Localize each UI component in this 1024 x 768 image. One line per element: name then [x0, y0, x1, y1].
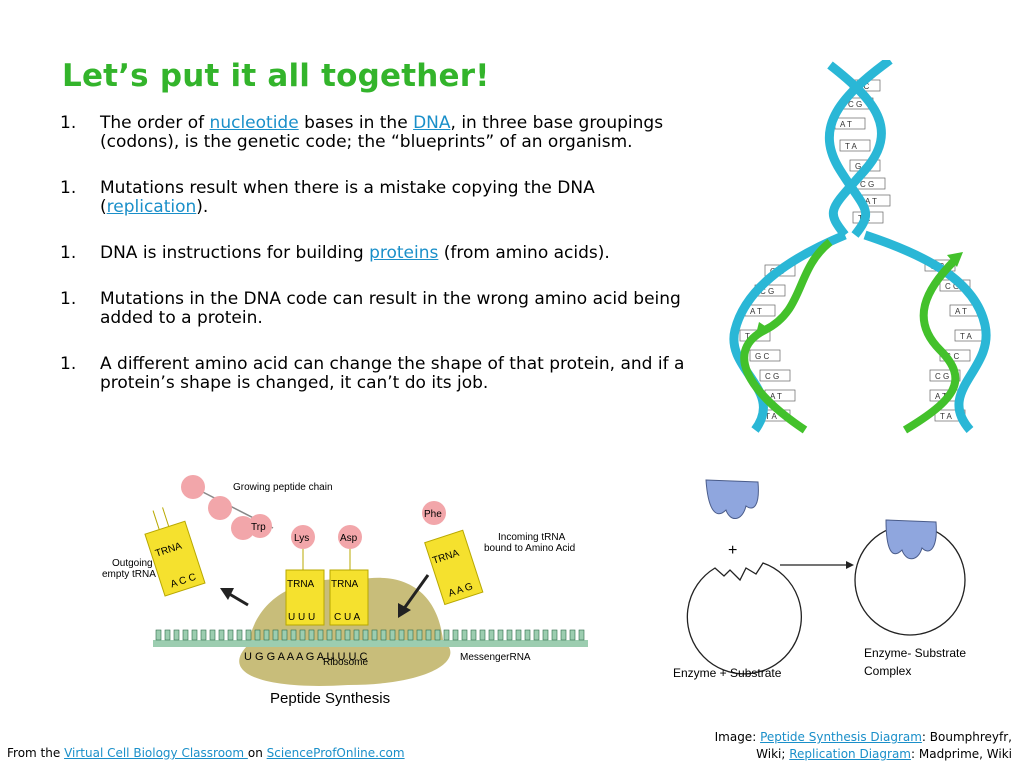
list-item: 1. Mutations in the DNA code can result … — [60, 289, 681, 328]
base-pair-label: A T — [840, 120, 852, 129]
complex-label: Enzyme- Substrate — [864, 646, 966, 660]
arrow-head — [947, 252, 963, 267]
svg-text:Asp: Asp — [340, 533, 358, 544]
base-pair-label: C G — [945, 282, 959, 291]
replication-diagram-link[interactable]: Replication Diagram — [789, 747, 911, 761]
outgoing-label: Outgoing — [112, 558, 153, 569]
substrate-bound — [885, 519, 937, 560]
bullet-list: 1. The order of nucleotide bases in the … — [60, 114, 685, 420]
ribosome-label: Ribosome — [323, 657, 368, 668]
amino-acid-asp — [338, 525, 362, 549]
footer-image-credits: Image: Peptide Synthesis Diagram: Boumph… — [714, 730, 1012, 761]
plus-sign: + — [728, 542, 737, 559]
enzyme-open — [686, 562, 802, 675]
list-item: 1. Mutations result when there is a mist… — [60, 178, 595, 217]
mrna-bases — [155, 629, 585, 641]
scienceprofonline-link[interactable]: ScienceProfOnline.com — [266, 746, 405, 760]
base-pair — [749, 349, 781, 362]
list-number: 1. — [60, 113, 77, 133]
replication-link[interactable]: replication — [106, 197, 197, 217]
dna-base-pairs: G CC GA TT AG CC GA TT AG CC GA TT AG CC… — [739, 79, 986, 422]
base-pair-label: C G — [765, 372, 779, 381]
svg-text:TRNA: TRNA — [331, 579, 359, 590]
complex-label: Complex — [864, 664, 911, 678]
peptide-diagram-link[interactable]: Peptide Synthesis Diagram — [760, 730, 922, 744]
base-pair-label: T A — [960, 332, 973, 341]
arrow-head — [398, 603, 411, 618]
outgoing-label: empty tRNA — [102, 569, 156, 580]
arrow-head — [755, 322, 771, 338]
amino-acid — [208, 496, 232, 520]
svg-text:Lys: Lys — [294, 533, 309, 544]
trna-asp — [329, 569, 369, 626]
mrna-strand — [153, 640, 588, 647]
base-pair-label: C G — [848, 100, 862, 109]
amino-acid — [181, 475, 205, 499]
enzyme-substrate-label: Enzyme + Substrate — [673, 666, 782, 680]
base-pair-label: A T — [750, 307, 762, 316]
substrate — [705, 479, 759, 519]
list-item: 1. The order of nucleotide bases in the … — [60, 113, 664, 152]
base-pair-label: G C — [945, 352, 959, 361]
outgoing-trna — [144, 520, 206, 597]
list-number: 1. — [60, 354, 77, 374]
dna-strand-green — [902, 257, 960, 434]
peptide-synthesis-caption: Peptide Synthesis — [270, 690, 390, 707]
base-pair-label: A T — [955, 307, 967, 316]
svg-text:TRNA: TRNA — [287, 579, 315, 590]
list-item: 1. DNA is instructions for building prot… — [60, 243, 610, 263]
base-pair — [759, 369, 791, 382]
list-number: 1. — [60, 289, 77, 309]
messenger-rna-label: MessengerRNA — [460, 652, 531, 663]
incoming-trna — [424, 529, 484, 606]
mrna-sequence: U G G A A A G A U U U C — [244, 651, 368, 663]
base-pair — [929, 369, 961, 382]
base-pair-label: A T — [770, 392, 782, 401]
peptide-synthesis-diagram: Trp Growing peptide chain TRNA A C C Out… — [102, 475, 588, 707]
amino-acid-lys — [291, 525, 315, 549]
base-pair-label: C G — [860, 180, 874, 189]
dna-strand-cyan — [863, 230, 991, 433]
svg-text:U U U: U U U — [288, 612, 315, 623]
base-pair-label: T A — [940, 412, 953, 421]
base-pair-label: A T — [865, 197, 877, 206]
base-pair — [839, 139, 871, 152]
base-pair-label: T A — [845, 142, 858, 151]
list-item: 1. A different amino acid can change the… — [60, 354, 685, 393]
base-pair-label: T A — [765, 412, 778, 421]
vcbc-link[interactable]: Virtual Cell Biology Classroom — [64, 746, 248, 760]
list-number: 1. — [60, 178, 77, 198]
base-pair-label: C G — [760, 287, 774, 296]
trp-label: Trp — [251, 522, 266, 533]
enzyme-substrate-diagram: + Enzyme + Substrate Enzyme- Substrate C… — [673, 479, 966, 680]
incoming-label: Incoming tRNA — [498, 532, 566, 543]
nucleotide-link[interactable]: nucleotide — [209, 113, 299, 133]
amino-acid-trp — [248, 514, 272, 538]
svg-text:C U A: C U A — [334, 612, 360, 623]
base-pair-label: C G — [935, 372, 949, 381]
arrow-head — [220, 588, 234, 600]
list-number: 1. — [60, 243, 77, 263]
base-pair-label: G C — [755, 352, 769, 361]
growing-chain-label: Growing peptide chain — [233, 482, 333, 493]
arrow — [401, 574, 430, 611]
incoming-label: bound to Amino Acid — [484, 543, 575, 554]
svg-text:Phe: Phe — [424, 509, 442, 520]
proteins-link[interactable]: proteins — [369, 243, 439, 263]
amino-acid-phe — [422, 501, 446, 525]
trna-lys — [285, 569, 325, 626]
dna-strand-cyan — [827, 61, 886, 238]
slide-title: Let’s put it all together! — [62, 58, 490, 94]
footer-source: From the Virtual Cell Biology Classroom … — [7, 746, 405, 760]
dna-replication-diagram: G CC GA TT AG CC GA TT AG CC GA TT AG CC… — [729, 60, 991, 434]
dna-link[interactable]: DNA — [413, 113, 451, 133]
base-pair-label: A T — [935, 392, 947, 401]
